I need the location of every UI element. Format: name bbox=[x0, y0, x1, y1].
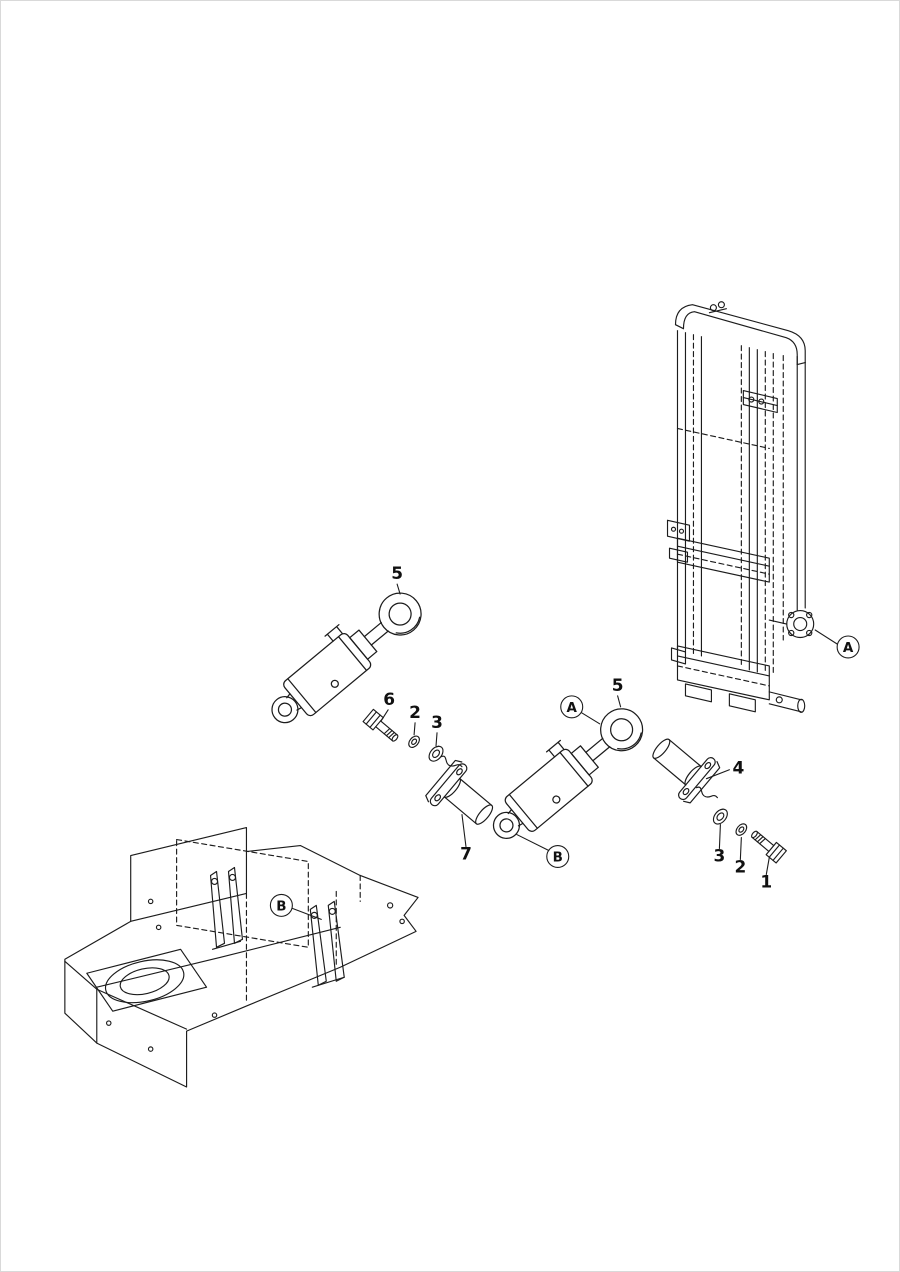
callout-ref-b-chassis: B bbox=[269, 893, 322, 920]
mast-chain-bracket bbox=[742, 389, 778, 414]
leader-line bbox=[413, 722, 416, 736]
leader-line bbox=[461, 814, 467, 848]
callout-label: 5 bbox=[391, 563, 403, 583]
callout-3-upper: 3 bbox=[431, 712, 443, 747]
mast-middle-crossbar bbox=[676, 537, 770, 583]
leader-line bbox=[396, 583, 401, 595]
chassis-bracket-right bbox=[309, 900, 345, 988]
leader-line bbox=[765, 856, 770, 876]
callout-label: A bbox=[843, 641, 854, 656]
callout-2-lower: 2 bbox=[734, 837, 746, 876]
callout-label: B bbox=[553, 850, 563, 865]
leader-line bbox=[291, 907, 322, 920]
leader-line bbox=[739, 837, 742, 861]
callout-label: 3 bbox=[714, 845, 726, 865]
leader-line bbox=[718, 824, 721, 850]
callout-label: 3 bbox=[431, 712, 443, 732]
callouts: 5 6 2 3 5 A 4 7 bbox=[269, 563, 860, 920]
callout-5-left: 5 bbox=[391, 563, 403, 595]
callout-label: A bbox=[567, 701, 578, 716]
callout-label: 2 bbox=[734, 856, 746, 876]
chassis-hidden-panel bbox=[176, 838, 309, 948]
chassis-outline bbox=[64, 826, 419, 1088]
callout-ref-a-mast: A bbox=[814, 629, 860, 659]
bolt-1 bbox=[747, 826, 787, 864]
callout-label: 4 bbox=[732, 758, 744, 778]
bolt-6 bbox=[362, 708, 403, 746]
callout-3-lower: 3 bbox=[714, 824, 726, 865]
mast-tilt-pivot-boss bbox=[786, 609, 815, 639]
washer-3-lower bbox=[710, 805, 731, 828]
callout-label: 7 bbox=[460, 844, 472, 864]
callout-2-upper: 2 bbox=[409, 702, 421, 736]
break-squiggle-upper bbox=[440, 755, 463, 768]
mast-lower-crossmember bbox=[676, 645, 770, 701]
callout-ref-a-center: A bbox=[560, 695, 601, 725]
callout-6: 6 bbox=[380, 689, 395, 722]
leader-line bbox=[705, 769, 730, 780]
leader-line bbox=[814, 629, 838, 645]
chassis-pad bbox=[86, 948, 208, 1012]
mast-assembly bbox=[666, 301, 815, 713]
callout-4: 4 bbox=[705, 758, 744, 780]
chassis-bore bbox=[104, 959, 185, 1004]
mounting-pin-4 bbox=[640, 725, 723, 806]
callout-label: 1 bbox=[760, 871, 772, 891]
callout-ref-b-center: B bbox=[516, 834, 570, 869]
leader-line bbox=[617, 695, 622, 708]
callout-label: 5 bbox=[612, 675, 624, 695]
callout-1: 1 bbox=[760, 856, 772, 891]
leader-line bbox=[380, 709, 389, 722]
chassis-bracket-left bbox=[209, 866, 244, 950]
mast-hook-detail bbox=[709, 304, 717, 312]
break-squiggle-lower bbox=[695, 786, 718, 799]
callout-circle bbox=[269, 893, 293, 917]
tilt-cylinder-upper-left bbox=[254, 576, 431, 736]
leader-line bbox=[516, 834, 550, 852]
washer-3-upper bbox=[425, 743, 447, 765]
leader-line bbox=[435, 732, 438, 747]
mast-top-tie-bar bbox=[674, 304, 806, 364]
callout-circle bbox=[836, 635, 860, 659]
callout-circle bbox=[546, 844, 570, 869]
leader-line bbox=[581, 712, 601, 725]
callout-5-center: 5 bbox=[612, 675, 624, 708]
washer-2-upper bbox=[406, 733, 423, 751]
callout-label: 6 bbox=[383, 689, 395, 709]
chassis-assembly bbox=[64, 826, 419, 1088]
callout-circle bbox=[560, 695, 584, 719]
mounting-pin-7 bbox=[423, 757, 505, 838]
callout-label: 2 bbox=[409, 702, 421, 722]
mast-pin-stub bbox=[768, 691, 802, 701]
callout-7: 7 bbox=[460, 814, 472, 864]
callout-label: B bbox=[276, 899, 286, 914]
washer-2-lower bbox=[733, 821, 750, 838]
tilt-cylinder-center bbox=[476, 691, 653, 852]
